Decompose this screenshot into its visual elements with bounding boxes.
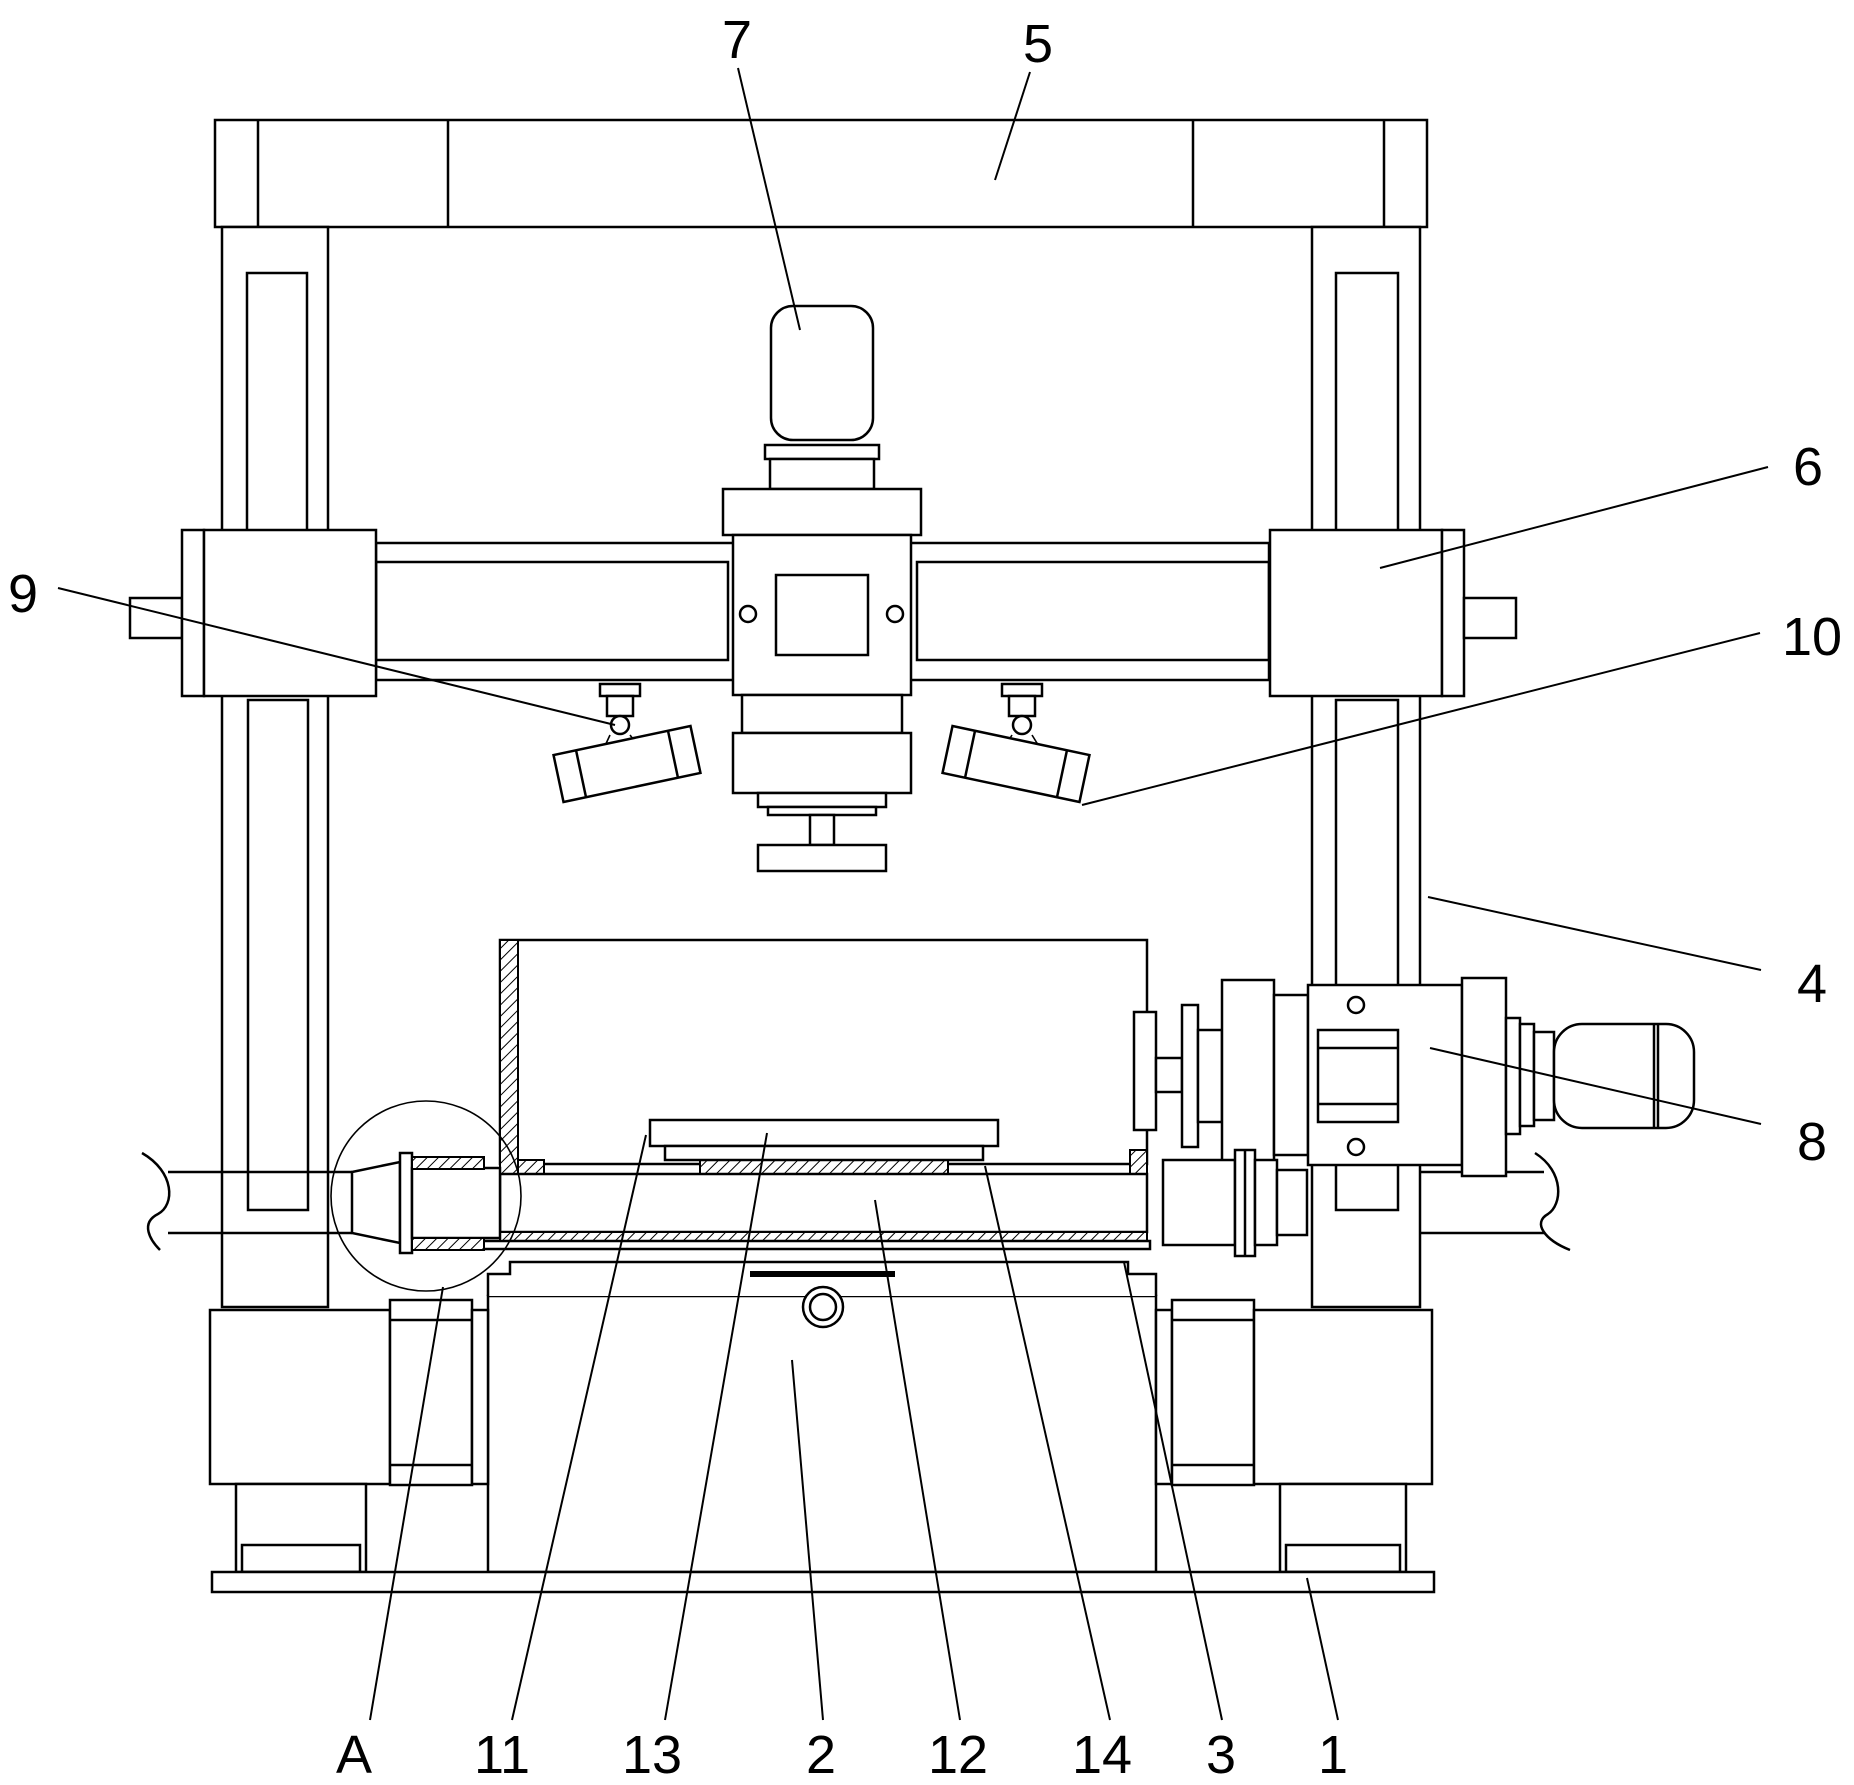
- label-7: 7: [722, 10, 752, 70]
- side-motor: [1134, 978, 1694, 1176]
- left-shaft-end: [331, 1101, 521, 1291]
- label-4: 4: [1797, 954, 1827, 1014]
- label-10: 10: [1782, 607, 1842, 667]
- left-slider-block: [130, 530, 376, 696]
- lower-tube: [480, 1174, 1150, 1249]
- label-9: 9: [8, 564, 38, 624]
- label-11: 11: [474, 1725, 530, 1785]
- top-beam: [215, 120, 1427, 227]
- label-14: 14: [1072, 1725, 1132, 1785]
- right-slider-block: [1270, 530, 1516, 696]
- label-3: 3: [1206, 1725, 1236, 1785]
- label-6: 6: [1793, 437, 1823, 497]
- left-lower-block: [210, 1300, 488, 1572]
- label-12: 12: [928, 1725, 988, 1785]
- label-8: 8: [1797, 1112, 1827, 1172]
- label-13: 13: [622, 1725, 682, 1785]
- right-camera: [943, 684, 1090, 802]
- left-camera: [554, 684, 701, 802]
- base-body: [488, 1262, 1156, 1572]
- right-coupling: [1163, 1150, 1307, 1256]
- left-column: [222, 227, 328, 1307]
- tray: [650, 1120, 998, 1160]
- spindle-motor: [723, 306, 921, 871]
- label-5: 5: [1023, 14, 1053, 74]
- right-lower-block: [1156, 1300, 1432, 1572]
- label-2: 2: [806, 1725, 836, 1785]
- label-A: A: [336, 1725, 372, 1785]
- label-1: 1: [1318, 1725, 1348, 1785]
